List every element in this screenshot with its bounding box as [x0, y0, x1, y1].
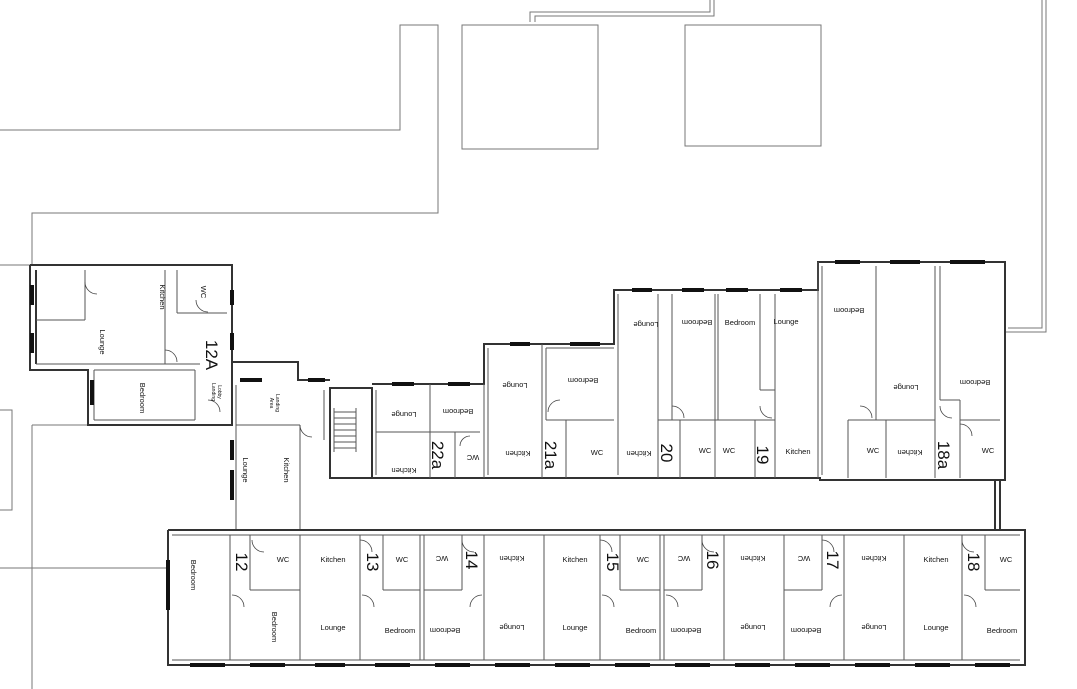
room-label-bedroom: Bedroom — [682, 318, 712, 327]
room-label-bedroom: Bedroom — [626, 626, 656, 635]
room-label-lounge: Lounge — [923, 623, 948, 632]
room-label-kitchen: Kitchen — [282, 457, 291, 482]
windows — [30, 260, 1010, 667]
room-label-area: Area — [268, 398, 274, 409]
room-label-wc: WC — [396, 555, 409, 564]
room-label-lounge: Lounge — [893, 383, 918, 392]
room-label-bedroom: Bedroom — [443, 407, 473, 416]
room-label-bedroom: Bedroom — [960, 378, 990, 387]
room-label-kitchen: Kitchen — [740, 554, 765, 563]
unit-number-15: 15 — [603, 553, 622, 572]
room-label-wc: WC — [591, 448, 604, 457]
room-label-wc: WC — [466, 453, 479, 462]
room-label-bedroom: Bedroom — [834, 306, 864, 315]
room-label-kitchen: Kitchen — [897, 448, 922, 457]
room-label-kitchen: Kitchen — [785, 447, 810, 456]
room-label-lounge: Lounge — [861, 623, 886, 632]
room-label-wc: WC — [199, 286, 208, 299]
unit-number-20: 20 — [657, 444, 676, 463]
room-label-lounge: Lounge — [499, 623, 524, 632]
room-label-bedroom: Bedroom — [189, 560, 198, 590]
room-label-bedroom: Bedroom — [430, 626, 460, 635]
room-label-lounge: Lounge — [241, 457, 250, 482]
door-swings — [84, 281, 977, 608]
room-label-lounge: Lounge — [562, 623, 587, 632]
unit-numbers: 12A 12 13 14 15 16 17 18 18a 19 20 21a 2… — [202, 340, 983, 572]
unit-number-18: 18 — [964, 553, 983, 572]
room-label-kitchen: Kitchen — [158, 284, 167, 309]
unit-number-21a: 21a — [541, 441, 560, 470]
room-label-lounge: Lounge — [633, 320, 658, 329]
room-label-lounge: Lounge — [98, 329, 107, 354]
room-label-wc: WC — [699, 446, 712, 455]
room-label-lounge: Lounge — [740, 623, 765, 632]
unit-number-22a: 22a — [428, 441, 447, 470]
unit-number-12a: 12A — [202, 340, 221, 371]
room-label-bedroom: Bedroom — [568, 376, 598, 385]
unit-number-16: 16 — [703, 551, 722, 570]
room-label-wc: WC — [277, 555, 290, 564]
room-label-wc: WC — [637, 555, 650, 564]
room-label-landing: Landing — [210, 383, 216, 401]
room-label-lounge: Lounge — [391, 410, 416, 419]
room-label-bedroom: Bedroom — [270, 612, 279, 642]
room-label-bedroom: Bedroom — [385, 626, 415, 635]
room-label-bedroom: Bedroom — [987, 626, 1017, 635]
room-label-kitchen: Kitchen — [626, 449, 651, 458]
room-label-kitchen: Kitchen — [320, 555, 345, 564]
room-label-wc: WC — [723, 446, 736, 455]
unit-number-12: 12 — [232, 553, 251, 572]
unit-number-17: 17 — [823, 551, 842, 570]
room-label-wc: WC — [797, 554, 810, 563]
room-label-kitchen: Kitchen — [499, 554, 524, 563]
room-label-lounge: Lounge — [320, 623, 345, 632]
room-label-landing-2: Landing — [274, 394, 280, 412]
unit-number-14: 14 — [462, 551, 481, 570]
room-label-bedroom: Bedroom — [791, 626, 821, 635]
room-label-bedroom: Bedroom — [725, 318, 755, 327]
room-label-lobby: Lobby — [216, 385, 222, 399]
room-label-wc: WC — [1000, 555, 1013, 564]
site-outline — [0, 0, 1047, 689]
room-label-kitchen: Kitchen — [505, 449, 530, 458]
room-label-wc: WC — [867, 446, 880, 455]
unit-number-19: 19 — [753, 446, 772, 465]
room-label-wc: WC — [677, 554, 690, 563]
unit-number-13: 13 — [363, 553, 382, 572]
room-label-bedroom: Bedroom — [671, 626, 701, 635]
room-label-kitchen: Kitchen — [923, 555, 948, 564]
room-label-kitchen: Kitchen — [861, 554, 886, 563]
room-label-lounge: Lounge — [502, 381, 527, 390]
room-label-bedroom: Bedroom — [138, 383, 147, 413]
unit-number-18a: 18a — [934, 441, 953, 470]
room-label-kitchen: Kitchen — [562, 555, 587, 564]
room-label-wc: WC — [435, 554, 448, 563]
room-label-kitchen: Kitchen — [391, 466, 416, 475]
room-label-wc: WC — [982, 446, 995, 455]
building-walls — [29, 261, 1026, 666]
room-labels: Kitchen WC Lounge Bedroom Landing Lobby … — [98, 284, 1017, 642]
room-label-lounge: Lounge — [773, 317, 798, 326]
